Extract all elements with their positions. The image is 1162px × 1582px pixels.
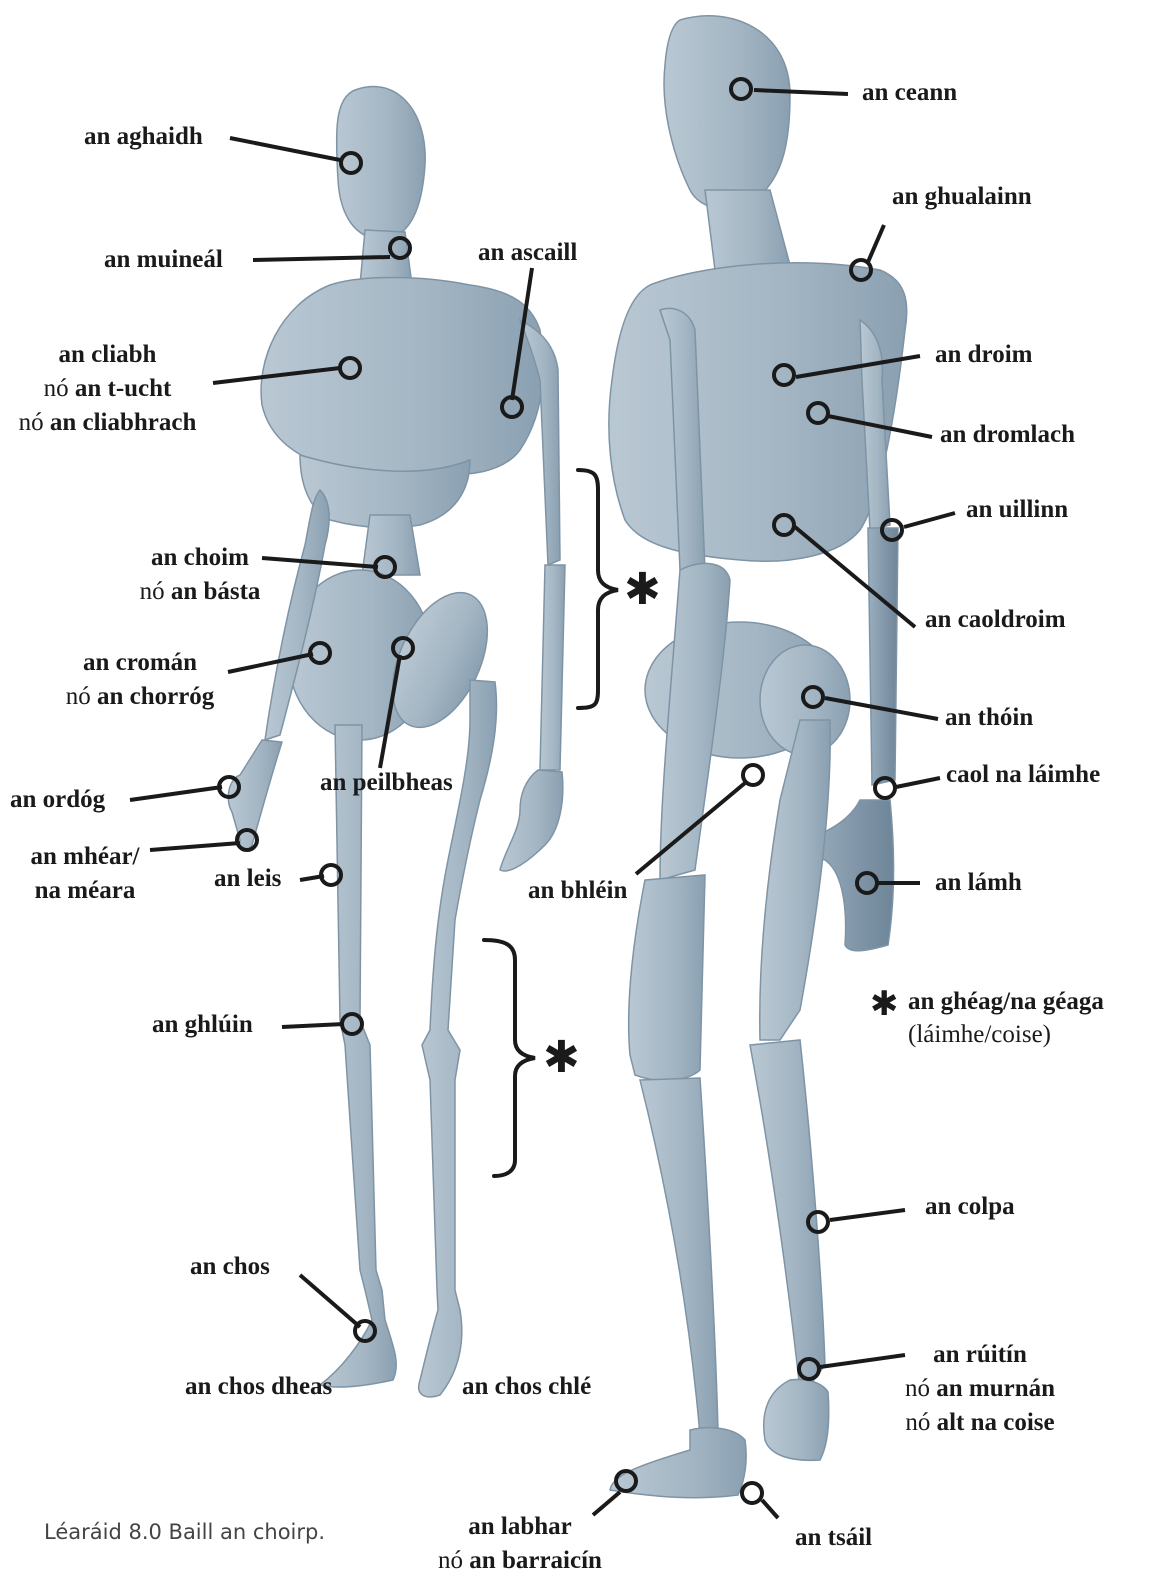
back-left-foot (610, 1428, 746, 1498)
label-chos-dheas: an chos dheas (185, 1370, 332, 1404)
arm-brace (578, 470, 618, 708)
back-left-lowerleg (640, 1078, 718, 1435)
label-no-7: nó (438, 1547, 469, 1574)
label-chos: an chos (190, 1250, 270, 1284)
back-torso (609, 263, 907, 561)
label-alt-na-coise: alt na coise (937, 1409, 1055, 1436)
label-ceann: an ceann (862, 76, 957, 110)
front-left-forearm (540, 565, 565, 770)
label-no-6: nó (905, 1409, 936, 1436)
back-right-foot (764, 1380, 829, 1461)
label-croman: an cromán nó an chorróg (50, 646, 230, 714)
label-droim: an droim (935, 338, 1032, 372)
legend-asterisk: ✱ (870, 987, 899, 1021)
label-choim-line2: nó an básta (130, 575, 270, 609)
label-labhar-line2: nó an barraicín (420, 1544, 620, 1578)
label-chorrog: an chorróg (97, 683, 214, 710)
label-muineal: an muineál (104, 243, 223, 277)
front-head (337, 87, 426, 240)
back-figure (609, 16, 907, 1498)
label-murnan: an murnán (936, 1375, 1055, 1402)
label-mhear-line2: na méara (15, 874, 155, 908)
label-bhlein: an bhléin (528, 874, 627, 908)
back-right-leg (760, 720, 830, 1040)
label-chos-chle: an chos chlé (462, 1370, 591, 1404)
back-head (664, 16, 790, 209)
label-no-2: nó (19, 409, 50, 436)
label-croman-line2: nó an chorróg (50, 680, 230, 714)
label-leis: an leis (214, 862, 281, 896)
label-lamh: an lámh (935, 866, 1022, 900)
label-cliabh-line3: nó an cliabhrach (0, 406, 215, 440)
label-cliabh: an cliabh nó an t-ucht nó an cliabhrach (0, 338, 215, 440)
label-ruitin: an rúitín nó an murnán nó alt na coise (880, 1338, 1080, 1440)
label-tucht: an t-ucht (75, 375, 172, 402)
label-tsail: an tsáil (795, 1521, 872, 1555)
label-ghluin: an ghlúin (152, 1008, 253, 1042)
label-caol-na-laimhe: caol na láimhe (946, 758, 1100, 792)
label-ordog: an ordóg (10, 783, 105, 817)
leg-asterisk: ✱ (543, 1036, 580, 1080)
back-right-forearm (868, 528, 898, 785)
arm-asterisk: ✱ (624, 568, 661, 612)
label-uillinn: an uillinn (966, 493, 1068, 527)
label-ruitin-line3: nó alt na coise (880, 1406, 1080, 1440)
label-caoldroim: an caoldroim (925, 603, 1066, 637)
label-cliabhrach: an cliabhrach (50, 409, 197, 436)
label-aghaidh: an aghaidh (84, 120, 203, 154)
label-thoin: an thóin (945, 701, 1033, 735)
label-no-3: nó (140, 578, 171, 605)
legend-line-2: (láimhe/coise) (908, 1018, 1051, 1051)
label-cliabh-line1: an cliabh (0, 338, 215, 372)
legend-line-1: an ghéag/na géaga (908, 985, 1104, 1018)
label-basta: an básta (171, 578, 261, 605)
front-right-leg (320, 725, 396, 1387)
label-choim: an choim nó an básta (130, 541, 270, 609)
back-left-shin (629, 875, 705, 1080)
label-no-5: nó (905, 1375, 936, 1402)
front-chest (261, 278, 543, 474)
leg-brace (484, 940, 535, 1176)
front-left-hand (500, 770, 563, 871)
label-ghualainn: an ghualainn (892, 180, 1032, 214)
label-peilbheas: an peilbheas (320, 766, 453, 800)
label-mhear-line1: an mhéar/ (15, 840, 155, 874)
label-ruitin-line1: an rúitín (880, 1338, 1080, 1372)
back-neck (705, 190, 790, 270)
label-choim-line1: an choim (130, 541, 270, 575)
label-labhar: an labhar nó an barraicín (420, 1510, 620, 1578)
label-barraicin: an barraicín (469, 1547, 602, 1574)
label-dromlach: an dromlach (940, 418, 1075, 452)
figure-caption: Léaráid 8.0 Baill an choirp. (44, 1520, 325, 1544)
label-ascaill: an ascaill (478, 236, 577, 270)
label-ruitin-line2: nó an murnán (880, 1372, 1080, 1406)
label-no-1: nó (44, 375, 75, 402)
label-cliabh-line2: nó an t-ucht (0, 372, 215, 406)
front-figure (228, 87, 565, 1397)
label-croman-line1: an cromán (50, 646, 230, 680)
label-mhear: an mhéar/ na méara (15, 840, 155, 908)
label-colpa: an colpa (925, 1190, 1015, 1224)
label-no-4: nó (66, 683, 97, 710)
label-labhar-line1: an labhar (420, 1510, 620, 1544)
